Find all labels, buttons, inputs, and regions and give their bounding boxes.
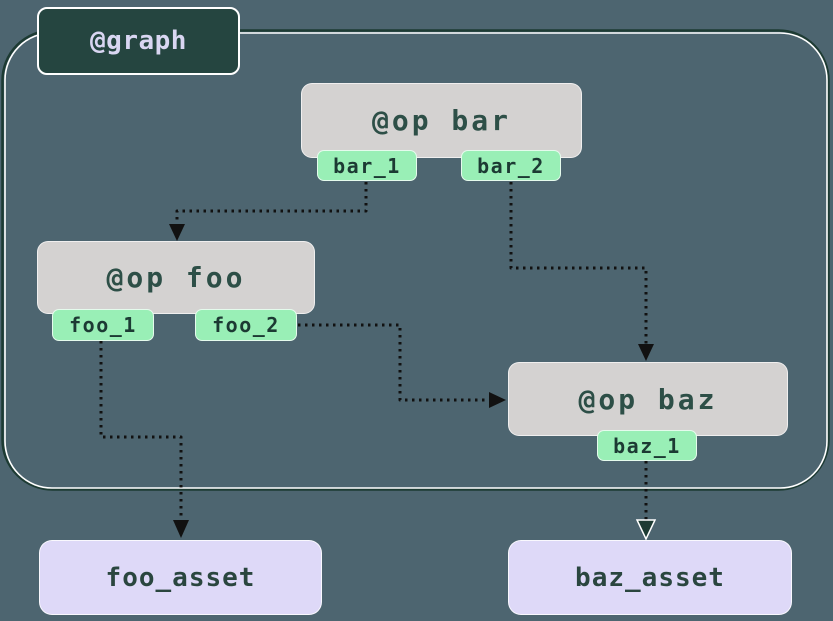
op-foo-label: @op foo	[106, 261, 246, 294]
asset-node-foo-asset[interactable]: foo_asset	[39, 540, 322, 615]
edge-bar2-to-op-baz	[509, 182, 648, 345]
baz-asset-label: baz_asset	[575, 562, 725, 593]
arrowhead-foo1-to-foo-asset	[173, 520, 189, 538]
edge-foo1-to-foo-asset	[99, 341, 183, 521]
asset-node-baz-asset[interactable]: baz_asset	[508, 540, 792, 615]
graph-boundary-inner-line	[4, 32, 828, 489]
arrowhead-bar2-to-op-baz	[638, 344, 654, 361]
arrowhead-baz1-to-baz-asset	[635, 519, 657, 541]
output-tab-baz-1-label: baz_1	[613, 433, 681, 458]
edge-foo2-to-op-baz	[298, 323, 489, 402]
output-tab-foo-1-label: foo_1	[69, 313, 137, 337]
output-tab-foo-2[interactable]: foo_2	[195, 309, 297, 341]
output-tab-bar-1-label: bar_1	[333, 153, 401, 178]
output-tab-bar-2-label: bar_2	[477, 153, 545, 178]
edge-bar1-to-op-foo	[175, 182, 368, 224]
op-node-bar[interactable]: @op bar	[301, 83, 582, 158]
op-node-foo[interactable]: @op foo	[37, 241, 315, 314]
graph-decorator-text: @graph	[90, 26, 187, 56]
output-tab-bar-2[interactable]: bar_2	[461, 150, 561, 181]
graph-boundary-outer-line	[1, 29, 830, 491]
op-baz-label: @op baz	[578, 382, 718, 416]
output-tab-foo-2-label: foo_2	[212, 313, 280, 337]
op-bar-label: @op bar	[371, 104, 511, 137]
foo-asset-label: foo_asset	[105, 562, 256, 593]
op-node-baz[interactable]: @op baz	[508, 362, 788, 436]
graph-decorator-label[interactable]: @graph	[37, 7, 240, 75]
output-tab-bar-1[interactable]: bar_1	[317, 150, 417, 181]
arrowhead-foo2-to-op-baz	[489, 392, 506, 408]
output-tab-baz-1[interactable]: baz_1	[597, 430, 697, 461]
arrowhead-bar1-to-op-foo	[169, 224, 185, 241]
output-tab-foo-1[interactable]: foo_1	[52, 309, 154, 341]
